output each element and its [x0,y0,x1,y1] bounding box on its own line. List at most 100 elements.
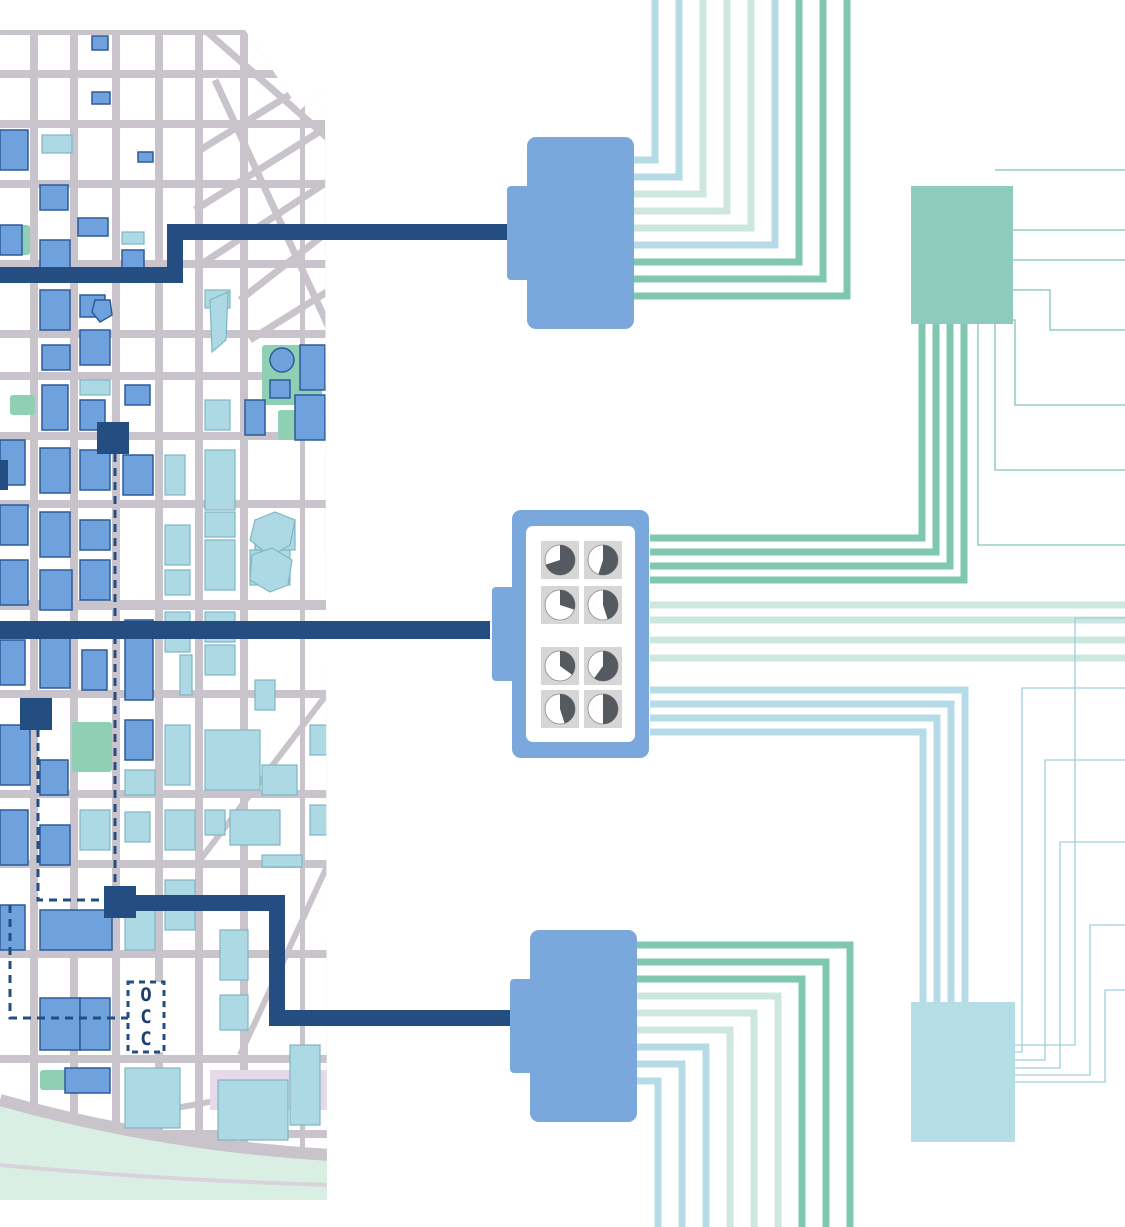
map-label-char: C [140,1006,152,1028]
map-building [39,759,69,796]
hub-middle-connector [492,587,516,681]
map-block [38,78,70,120]
map-building [309,804,327,836]
middle-teal-line [650,322,940,556]
map-block [163,128,195,180]
map-label-occ: O C C [128,982,164,1052]
map-building [39,909,113,951]
map-building [0,224,23,256]
teal-fan-line [977,309,1125,546]
map-building [41,344,71,371]
map-block [163,380,195,432]
map-block [163,338,195,372]
pie-slice [598,545,618,575]
map-block [0,35,30,70]
map-building [204,644,236,676]
map-building [79,379,111,396]
pie-slice [594,650,619,681]
hub-top-body [527,137,634,329]
bottom-bundle-line [632,975,806,1227]
map-building [124,769,156,796]
map-building [91,299,113,323]
middle-cyan-line [650,700,955,1005]
pie-slice [603,694,618,724]
map-building [269,347,295,373]
map-block [120,35,155,70]
top-bundle-line [630,0,659,164]
teal-endpoint [911,186,1013,324]
map-building [41,384,69,431]
map-building [309,724,327,756]
map-building [64,1067,111,1094]
map-building [204,539,236,591]
middle-teal-line [650,322,954,570]
hub-top-connector [507,186,531,280]
map-park [10,395,35,415]
map-block [0,338,30,372]
top-bundle-line [630,0,683,181]
map-building [249,511,296,553]
map-building [244,399,266,436]
pie-slice [560,590,576,610]
cyan-fan-line [1012,841,1125,1069]
middle-cyan-line [650,686,969,1005]
map-block [38,35,70,70]
pie-slice [560,651,575,675]
map-building [204,399,231,431]
map-building [137,151,154,163]
map-node [20,698,52,730]
map-building [204,449,236,511]
map-building [124,719,154,761]
map-building [209,291,229,354]
map-building [261,854,303,868]
map-building [39,569,73,611]
map-building [261,764,298,796]
map-building [122,454,154,496]
map-block [305,868,327,950]
hub-top [507,137,634,329]
map-block [120,338,155,372]
teal-fan-line [1012,319,1125,406]
map-building [124,1067,181,1129]
pie-slice [545,545,575,575]
map-building [204,809,226,836]
map-block [120,78,155,120]
map-park [40,1070,70,1090]
map-label-char: O [140,984,152,1006]
map-building [294,394,326,441]
map-dashed-route [8,905,130,1020]
map-park-strip [0,1105,327,1200]
map-label-char: C [140,1028,152,1050]
top-bundle-line [630,0,707,198]
map-building [41,134,73,154]
map-building [39,824,71,866]
map-building [79,997,111,1051]
map-block [305,440,327,500]
middle-cyan-line [650,728,927,1005]
map-building [79,329,111,366]
map-building [164,454,186,496]
map-building [289,1044,321,1126]
map-block [248,440,300,500]
cyan-fan-line [1012,924,1125,1076]
map-building [91,35,109,51]
map-building [81,649,108,691]
pie-slice [560,693,576,724]
map-building [219,994,249,1031]
map-street [237,227,327,303]
top-bundle-line [630,0,755,232]
map-street [198,177,327,268]
map-building [269,379,291,399]
map-block [163,35,195,70]
map-building [39,511,71,558]
map-node [97,422,129,454]
map-street [202,30,327,143]
middle-teal-line [650,322,926,542]
pie-panel [526,526,635,742]
map-building [0,724,31,786]
map-street [193,122,327,213]
bottom-bundle-line [632,941,854,1227]
map-building [39,447,71,494]
